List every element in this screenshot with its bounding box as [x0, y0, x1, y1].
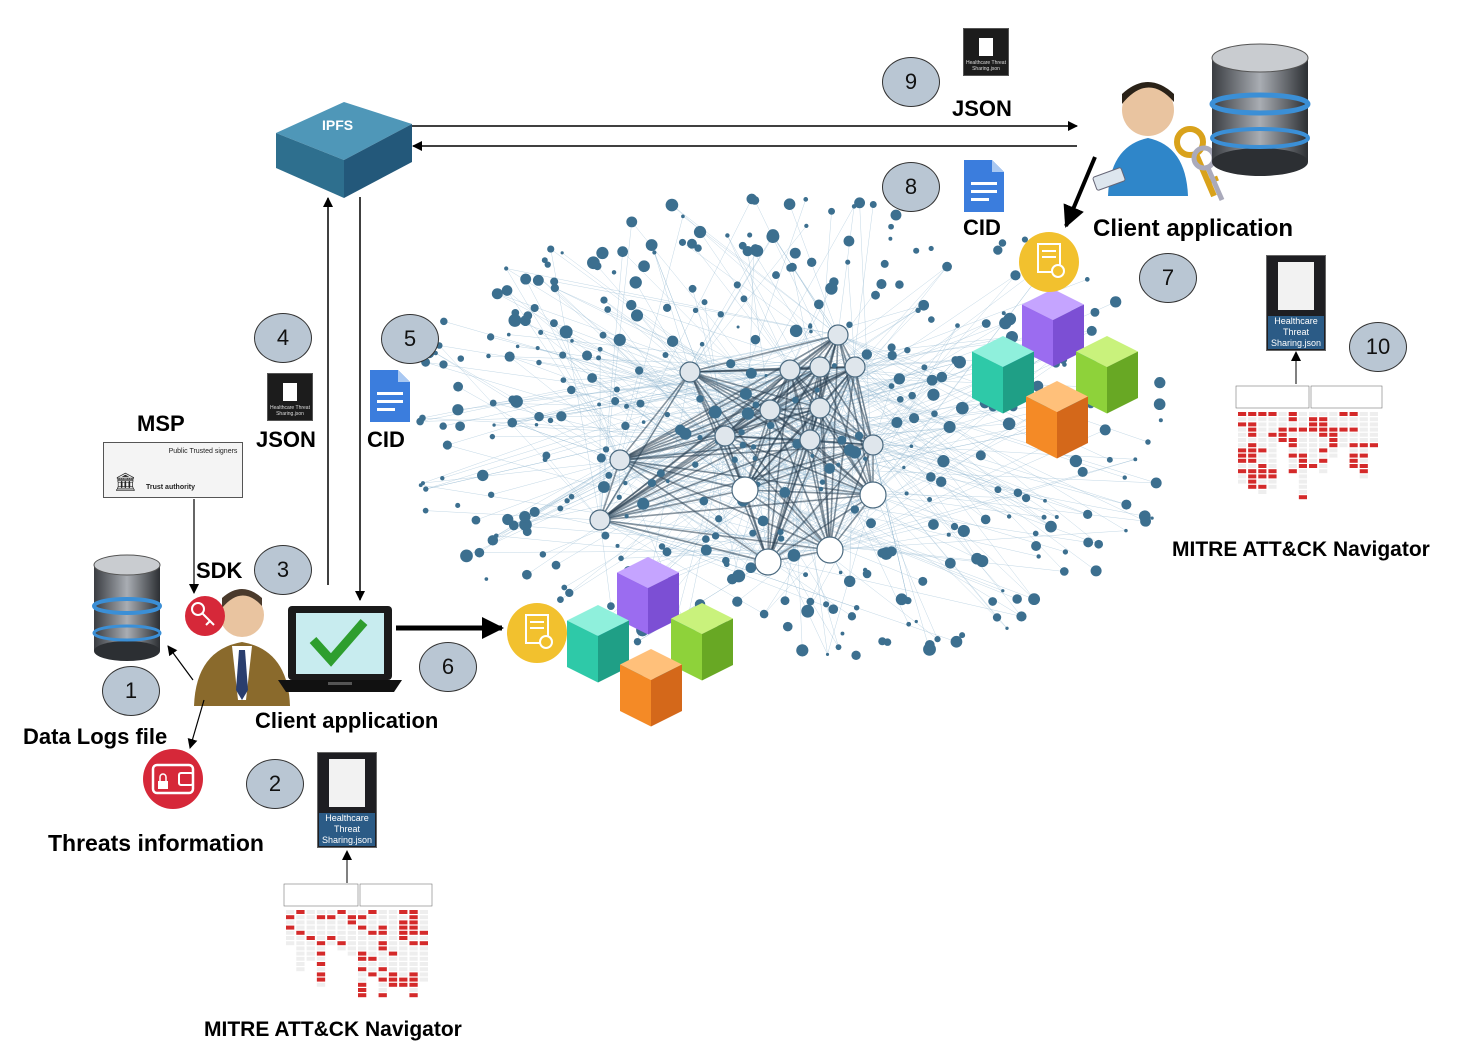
block-teal-upper [972, 336, 1034, 414]
arrow-user-to-data [167, 645, 194, 681]
database-icon-right [1209, 43, 1311, 176]
bank-icon: 🏛 [114, 472, 137, 492]
block-orange-upper [1026, 381, 1088, 459]
user-icon [194, 589, 290, 706]
key-icon [185, 596, 225, 636]
json-file-caption-right: Healthcare Threat Sharing.json [966, 60, 1006, 72]
step-badge-3: 3 [254, 545, 312, 595]
key-icon-right [1174, 126, 1225, 202]
json-right-label: JSON [952, 96, 1012, 121]
json-file-large-right: Healthcare Threat Sharing.json [1266, 255, 1326, 351]
json-file-icon: Healthcare Threat Sharing.json [267, 373, 313, 421]
document-icon [370, 370, 410, 422]
step-badge-1: 1 [102, 666, 160, 716]
json-file-icon-right: Healthcare Threat Sharing.json [963, 28, 1009, 76]
json-file-large-caption-right: Healthcare Threat Sharing.json [1268, 316, 1324, 349]
json-file-large-caption-left: Healthcare Threat Sharing.json [319, 813, 375, 846]
mitre-right-label: MITRE ATT&CK Navigator [1172, 538, 1430, 561]
step-badge-6: 6 [419, 642, 477, 692]
msp-box: Public Trusted signers Trust authority 🏛 [103, 442, 243, 498]
ipfs-box-icon [276, 102, 412, 198]
arrow-user-to-threats [187, 699, 205, 749]
msp-signers-label: Public Trusted signers [168, 448, 238, 455]
step-badge-10: 10 [1349, 322, 1407, 372]
arrow-client-to-blockchain [1063, 156, 1097, 228]
sdk-label: SDK [196, 558, 243, 583]
msp-label: MSP [137, 411, 185, 436]
database-icon [92, 554, 162, 661]
cid-right-label: CID [963, 215, 1001, 240]
mitre-navigator-table-left [283, 883, 433, 998]
document-icon-right [964, 160, 1004, 212]
client-app-right-label: Client application [1093, 215, 1294, 242]
block-orange [620, 649, 682, 727]
laptop-icon [278, 606, 402, 692]
step-badge-2: 2 [246, 759, 304, 809]
user-icon-right [1092, 82, 1188, 196]
block-green [671, 603, 733, 681]
step-badge-7: 7 [1139, 253, 1197, 303]
step-badge-8: 8 [882, 162, 940, 212]
mitre-left-label: MITRE ATT&CK Navigator [204, 1018, 462, 1041]
certificate-icon [507, 603, 567, 663]
threats-label: Threats information [48, 830, 264, 856]
block-purple-upper [1022, 289, 1084, 367]
mitre-navigator-table-right [1235, 385, 1383, 500]
wallet-icon [143, 749, 203, 809]
ipfs-label: IPFS [322, 117, 354, 133]
network-graph [416, 193, 1166, 660]
json-file-large-left: Healthcare Threat Sharing.json [317, 752, 377, 848]
json-file-caption: Healthcare Threat Sharing.json [270, 405, 310, 417]
json-upload-label: JSON [256, 427, 316, 452]
msp-trust-label: Trust authority [146, 484, 196, 491]
step-badge-4: 4 [254, 313, 312, 363]
data-logs-label: Data Logs file [23, 724, 168, 749]
block-teal [567, 605, 629, 683]
client-app-left-label: Client application [255, 708, 439, 733]
step-badge-9: 9 [882, 57, 940, 107]
step-badge-5: 5 [381, 314, 439, 364]
cid-return-label: CID [367, 427, 405, 452]
certificate-icon-upper [1019, 232, 1079, 292]
